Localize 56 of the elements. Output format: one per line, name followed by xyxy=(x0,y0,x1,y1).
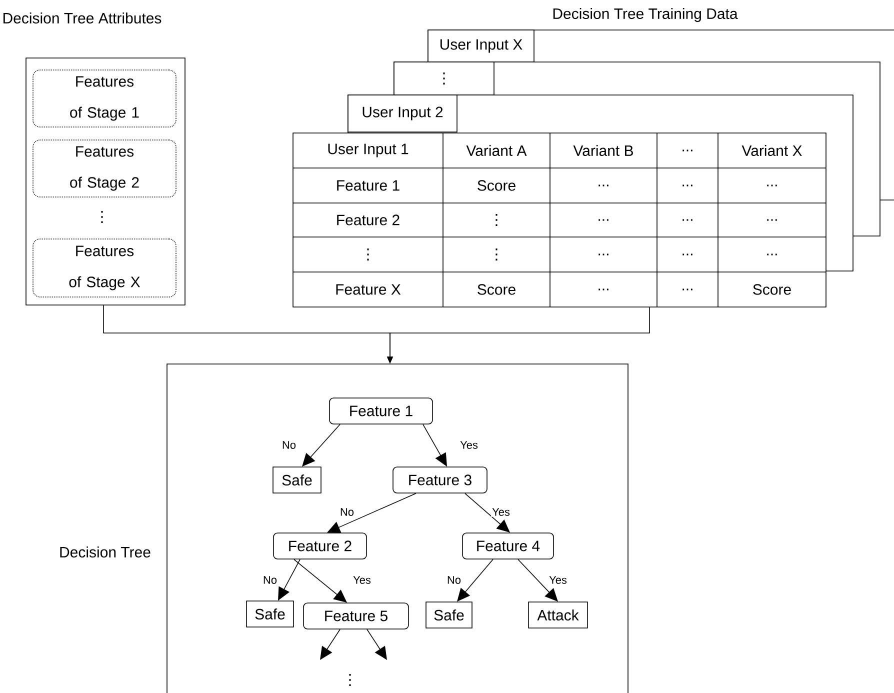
node-label: Decision Tree xyxy=(60,546,150,558)
table-cell: ... xyxy=(598,254,608,256)
leaf-box: Safe xyxy=(426,602,472,628)
sheet-tab: User Input X xyxy=(428,30,534,62)
feature-group-box: Features of Stage 1 xyxy=(32,70,176,128)
table-cell: ... xyxy=(598,219,608,221)
table-cell: ... xyxy=(598,288,608,290)
table-cell: Score xyxy=(478,180,516,191)
table-cell: Feature 1 xyxy=(337,180,400,191)
table-cell: ... xyxy=(767,254,777,256)
leaf-box: Attack xyxy=(528,602,588,628)
feature-group-box: Features of Stage X xyxy=(32,238,176,298)
heading: Decision Tree Training Data xyxy=(553,8,738,22)
table-cell: Feature X xyxy=(336,284,401,295)
leaf-box: Safe xyxy=(246,600,294,628)
table-cell: ⋮ xyxy=(496,214,498,226)
vertical-dots: ⋮ xyxy=(101,210,103,224)
table-cell: ... xyxy=(767,184,777,186)
arrow xyxy=(320,629,340,660)
arrow xyxy=(327,493,416,533)
table-cell: Score xyxy=(478,284,516,295)
decision-node: Feature 2 xyxy=(273,532,367,560)
table-cell: ... xyxy=(682,288,692,290)
sheet-tab: User Input 2 xyxy=(348,94,458,132)
edge-label: No xyxy=(280,440,298,450)
table-cell: ⋮ xyxy=(496,248,498,261)
leaf-box: Safe xyxy=(272,466,322,494)
decision-node: Feature 3 xyxy=(392,466,488,494)
vertical-dots: ⋮ xyxy=(349,674,351,686)
edge-label: No xyxy=(338,507,356,517)
edge-label: No xyxy=(262,575,278,585)
table-cell: ⋮ xyxy=(367,248,369,261)
table-cell: ... xyxy=(682,254,692,256)
arrow xyxy=(366,629,387,660)
node-label: Decision Tree Attributes xyxy=(3,12,162,24)
edge-label: Yes xyxy=(459,440,479,450)
decision-node: Feature 5 xyxy=(303,602,409,630)
table-cell: ... xyxy=(682,184,692,186)
table-cell: ... xyxy=(682,219,692,221)
edge-label: Yes xyxy=(491,507,511,517)
table-cell: Variant B xyxy=(573,145,633,156)
decision-node: Feature 4 xyxy=(462,532,554,560)
sheet-tab: ⋮ xyxy=(394,62,494,96)
table-cell: Feature 2 xyxy=(337,214,400,226)
table-cell: ... xyxy=(682,150,692,152)
edge-label: Yes xyxy=(548,575,568,585)
table-cell: ... xyxy=(767,219,777,221)
table-cell: Variant A xyxy=(466,145,527,156)
decision-node: Feature 1 xyxy=(329,398,433,424)
table-cell: User Input 1 xyxy=(328,144,408,158)
edge-label: No xyxy=(446,575,462,585)
table-cell: Variant X xyxy=(742,145,802,156)
table-cell: Score xyxy=(753,284,791,295)
edge-label: Yes xyxy=(352,575,372,585)
table-cell: ... xyxy=(598,184,608,186)
feature-group-box: Features of Stage 2 xyxy=(32,140,176,198)
